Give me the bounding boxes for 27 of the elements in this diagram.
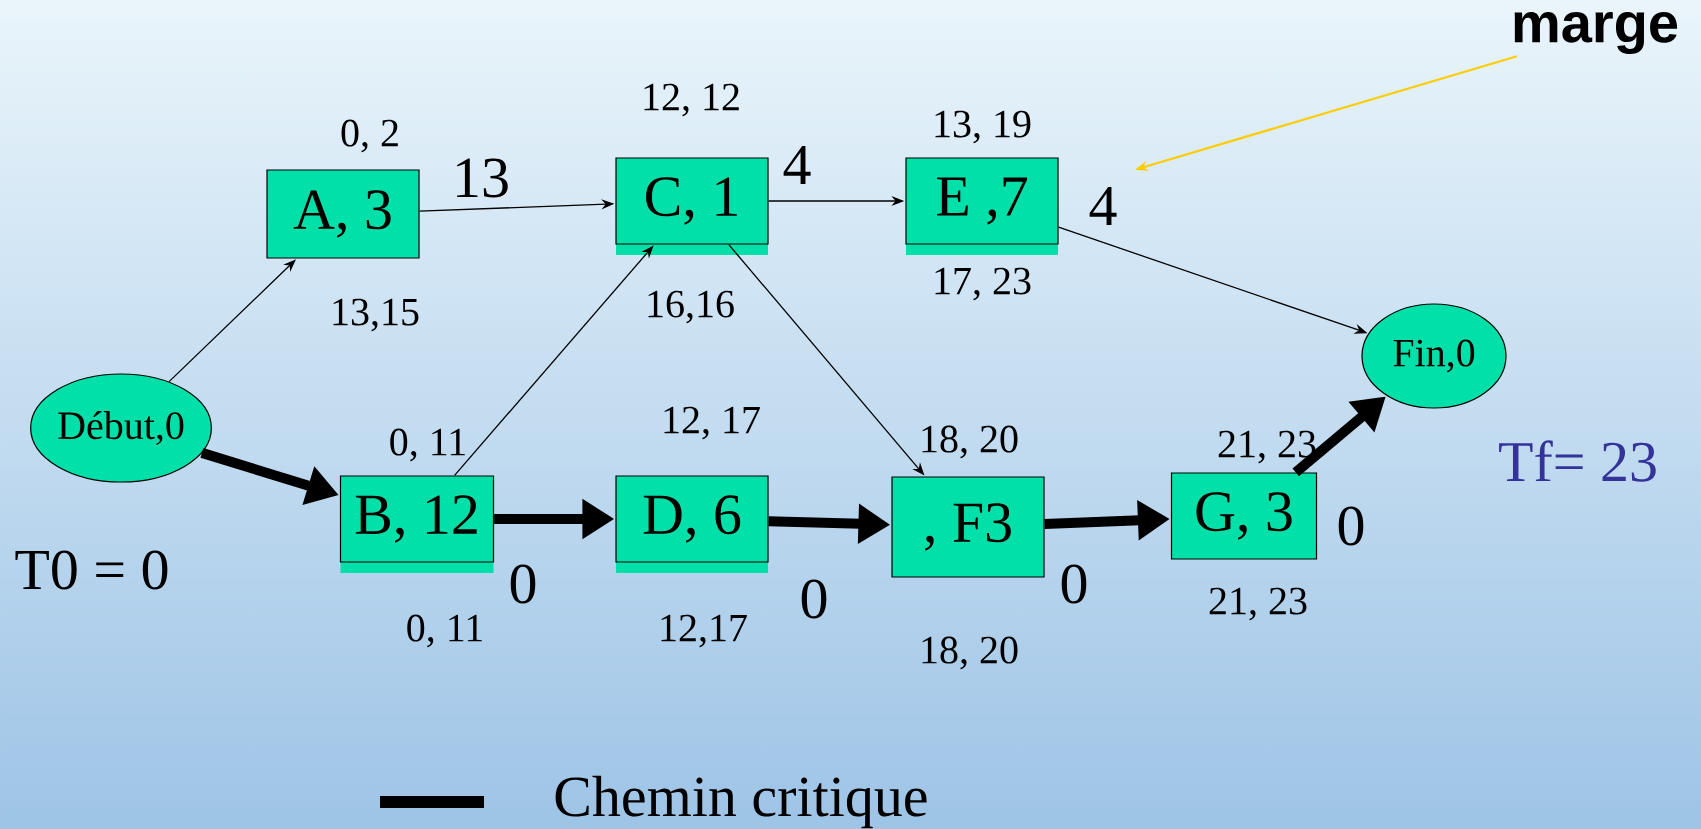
date-pair: 12,17 [661, 614, 747, 648]
date-pair: 21, 23 [1209, 587, 1307, 621]
activity-box: A, 3 [266, 169, 420, 259]
edge-label: 0 [801, 579, 827, 619]
time-label: Tf= 23 [1499, 440, 1656, 482]
activity-box: G, 3 [1170, 472, 1318, 560]
date-pair: 17, 23 [935, 267, 1031, 301]
edge-label: 13 [457, 158, 508, 198]
time-label: T0 = 0 [15, 550, 168, 590]
date-pair: 0, 11 [407, 614, 482, 648]
date-pair: 18, 20 [922, 636, 1018, 670]
date-pair: 13,15 [333, 298, 419, 332]
date-pair: 16,16 [648, 290, 734, 324]
edge-label: 0 [1061, 564, 1087, 604]
edge-label: 4 [1089, 186, 1117, 226]
date-pair: 12, 12 [644, 83, 739, 117]
edge-label: 0 [1338, 506, 1364, 546]
callout-text: marge [1514, 11, 1678, 54]
date-pair: 12, 17 [664, 406, 760, 440]
edge-label: 4 [783, 145, 811, 185]
edge-label: 0 [510, 564, 536, 604]
date-pair: 0, 11 [390, 428, 465, 462]
date-pair: 0, 2 [341, 119, 398, 153]
date-pair: 13, 19 [935, 110, 1031, 144]
activity-box: , F3 [891, 476, 1045, 578]
date-pair: 18, 20 [922, 425, 1018, 459]
legend-text: Chemin critique [555, 775, 927, 829]
